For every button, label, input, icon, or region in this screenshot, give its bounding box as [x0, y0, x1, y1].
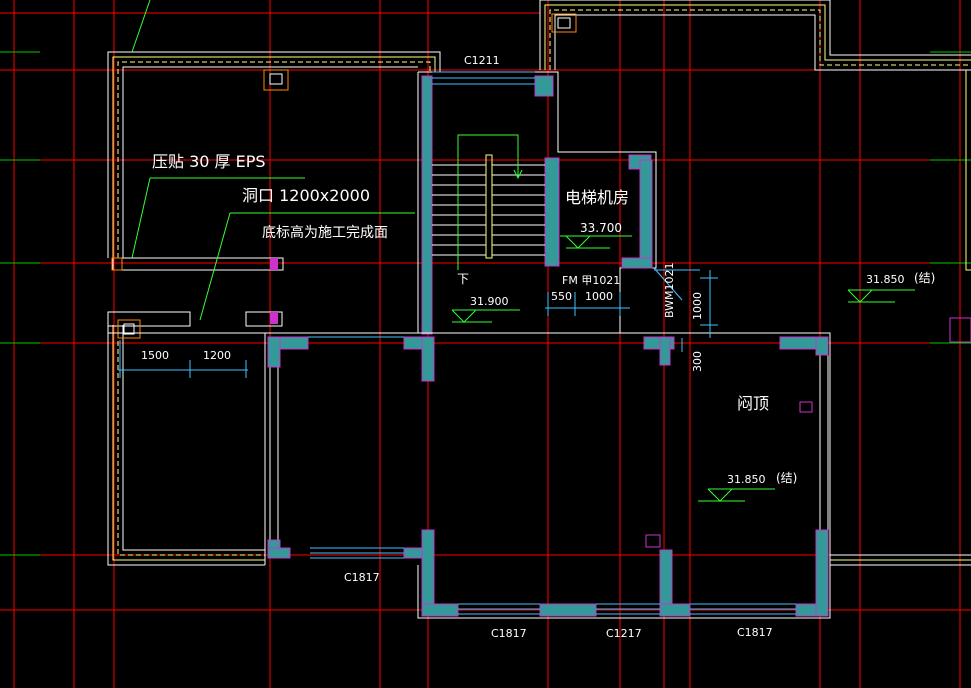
window-c1211-label: C1211: [464, 54, 500, 67]
elevation-roof-right-suffix: (结): [914, 271, 936, 285]
door-fm-label: FM 甲1021: [562, 274, 621, 287]
stair-handrail: [485, 154, 493, 259]
elevation-roof-center: 31.850: [727, 473, 766, 486]
dimension-550: 550: [551, 290, 572, 303]
stair-core: [108, 71, 657, 335]
main-room-walls: [264, 332, 831, 619]
elevation-roof-center-suffix: (结): [776, 471, 798, 485]
dimension-300: 300: [691, 351, 704, 372]
window-c1817-left-label: C1817: [344, 571, 380, 584]
dimension-1200: 1200: [203, 349, 231, 362]
dimension-1500: 1500: [141, 349, 169, 362]
elevation-elevator-room: 33.700: [580, 221, 622, 235]
window-c1817-right-label: C1817: [737, 626, 773, 639]
dimension-1000: 1000: [585, 290, 613, 303]
dimension-lines: [118, 267, 718, 378]
elevation-stair-landing: 31.900: [470, 295, 509, 308]
stair-direction-arrow: [457, 134, 519, 270]
window-c1217-label: C1217: [606, 627, 642, 640]
elevator-room-label: 电梯机房: [565, 188, 630, 207]
elevation-roof-right: 31.850: [866, 273, 905, 286]
opening-elevation-note: 底标高为施工完成面: [262, 225, 388, 241]
top-right-parapet: [539, 0, 971, 71]
windows: [308, 336, 796, 615]
opening-note: 洞口 1200x2000: [242, 186, 370, 205]
annotation-leaders: [131, 0, 915, 502]
roof-hatch-label: 闷顶: [737, 394, 770, 413]
stair-down-label: 下: [457, 272, 470, 286]
door-bwm-label: BWM1021: [663, 262, 676, 318]
dimension-1000-vertical: 1000: [691, 292, 704, 320]
eps-note: 压贴 30 厚 EPS: [152, 152, 266, 171]
left-terrace-parapet: [107, 51, 441, 566]
stair-treads: [432, 164, 545, 256]
window-c1817-mid-label: C1817: [491, 627, 527, 640]
right-parapet: [830, 70, 971, 566]
